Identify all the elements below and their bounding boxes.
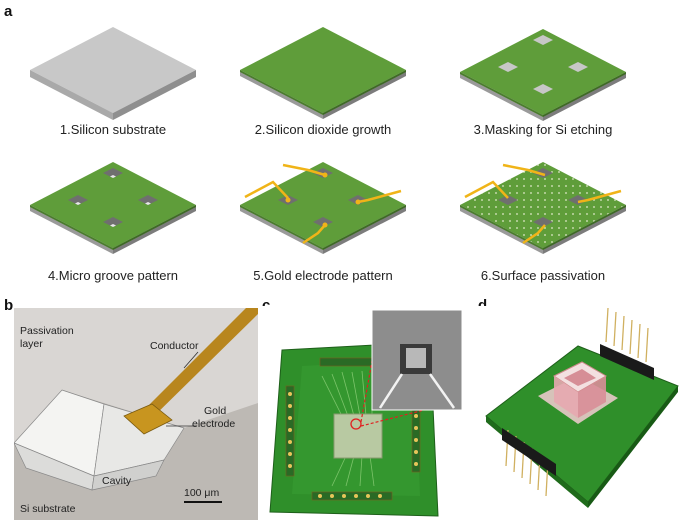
process-steps-figure: [30, 27, 626, 254]
zoom-circle: [350, 418, 362, 430]
sensor-chip: [333, 413, 383, 459]
label-passivation-1: Passivation: [20, 325, 74, 337]
panel-letter-c: c: [262, 297, 271, 314]
step-label-1: 1.Silicon substrate: [59, 122, 167, 137]
label-substrate: Si substrate: [20, 503, 76, 515]
cavity-floor: [91, 459, 165, 491]
gold-electrode: [123, 403, 173, 435]
pcb-photo: [262, 306, 476, 520]
label-cavity: Cavity: [102, 475, 132, 487]
label-passivation-2: layer: [20, 338, 43, 350]
step-label-6: 6.Surface passivation: [480, 268, 606, 283]
label-gold-1: Gold: [204, 405, 226, 417]
step-label-4: 4.Micro groove pattern: [47, 268, 179, 283]
step-label-5: 5.Gold electrode pattern: [253, 268, 393, 283]
device-photo: [478, 306, 683, 520]
label-scale: 100 μm: [184, 487, 219, 499]
panel-letter-d: d: [478, 297, 488, 314]
step-label-2: 2.Silicon dioxide growth: [254, 122, 392, 137]
step5-electrodes: [240, 162, 406, 254]
conductor-strip: [136, 308, 258, 424]
step1-substrate: [30, 27, 196, 120]
step4-grooves: [30, 162, 196, 254]
label-gold-2: electrode: [192, 418, 235, 430]
step-label-3: 3.Masking for Si etching: [473, 122, 613, 137]
panel-letter-b: b: [4, 297, 14, 314]
cavity-schematic: Passivation layer Conductor Gold electro…: [14, 308, 258, 520]
step2-oxide: [240, 27, 406, 119]
step3-masking: [460, 29, 626, 121]
label-conductor: Conductor: [150, 340, 199, 352]
panel-letter-a: a: [4, 3, 13, 20]
step6-passivation: [460, 162, 626, 254]
